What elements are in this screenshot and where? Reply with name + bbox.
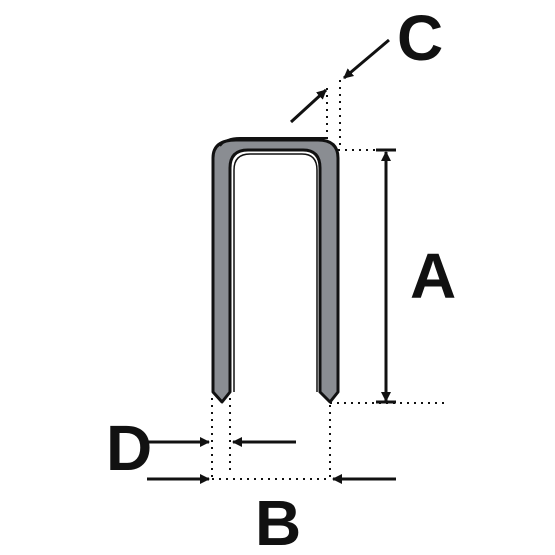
staple	[211, 137, 340, 404]
dimension-d: D	[106, 412, 296, 484]
label-b: B	[255, 487, 301, 555]
staple-inner-outline	[233, 153, 318, 392]
dimension-c-arrow-lower	[289, 88, 328, 124]
label-d: D	[106, 412, 152, 484]
dimension-b: B	[147, 474, 396, 555]
dimension-c: C	[289, 2, 443, 124]
label-a: A	[410, 240, 456, 312]
dimension-c-arrow-upper	[343, 38, 390, 80]
staple-body	[211, 138, 340, 404]
label-c: C	[397, 2, 443, 74]
staple-inner-highlight	[236, 156, 315, 390]
dimension-a: A	[376, 148, 456, 404]
staple-crown-edge	[219, 137, 326, 147]
